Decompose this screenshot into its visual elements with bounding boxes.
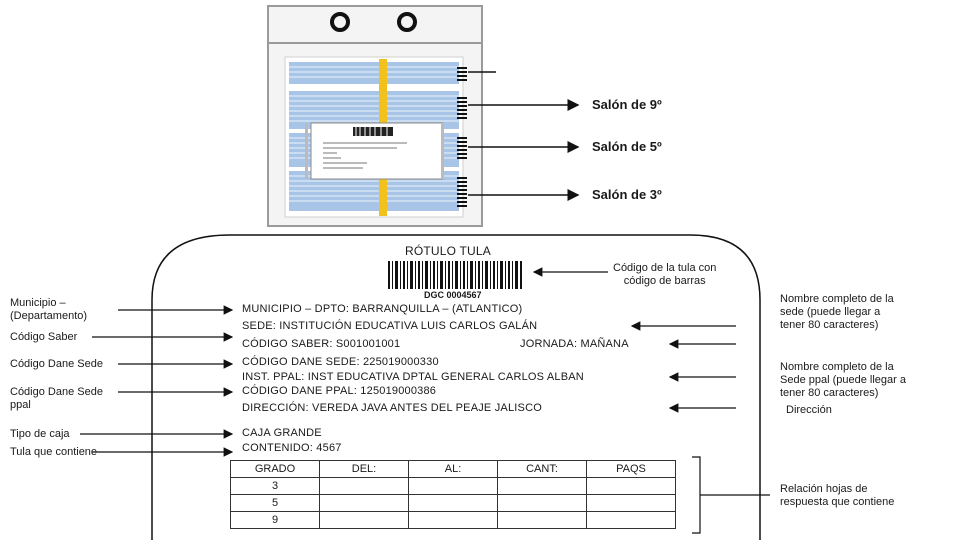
cell — [319, 494, 409, 512]
label-salon-9: Salón de 9º — [592, 97, 662, 112]
annot-municipio: Municipio – (Departamento) — [10, 297, 88, 322]
cell — [497, 494, 587, 512]
side-barcodes — [457, 67, 467, 207]
table-row: 9 — [230, 511, 676, 529]
cell — [319, 477, 409, 495]
header-grado: GRADO — [230, 460, 320, 478]
codigo-dane-sede-line: CÓDIGO DANE SEDE: 225019000330 — [242, 356, 439, 368]
cell — [408, 511, 498, 529]
ring-right-icon — [397, 12, 417, 32]
barcode-code: DGC 0004567 — [424, 290, 482, 300]
ring-left-icon — [330, 12, 350, 32]
header-del: DEL: — [319, 460, 409, 478]
cell — [586, 511, 676, 529]
cell — [586, 477, 676, 495]
cell — [319, 511, 409, 529]
cell — [497, 477, 587, 495]
cell-grado: 5 — [230, 494, 320, 512]
label-title: RÓTULO TULA — [405, 244, 491, 258]
annot-dane-ppal: Código Dane Sede ppal — [10, 386, 103, 411]
annot-sede: Nombre completo de la sede (puede llegar… — [780, 293, 894, 331]
header-cant: CANT: — [497, 460, 587, 478]
barcode-icon — [388, 261, 522, 289]
cell — [586, 494, 676, 512]
grade-table: GRADO DEL: AL: CANT: PAQS 3 5 9 — [230, 460, 676, 529]
label-outline — [151, 234, 761, 540]
municipio-line: MUNICIPIO – DPTO: BARRANQUILLA – (ATLANT… — [242, 303, 523, 315]
label-salon-3: Salón de 3º — [592, 187, 662, 202]
cell — [408, 494, 498, 512]
bag-drawing — [267, 5, 483, 227]
cell — [408, 477, 498, 495]
header-al: AL: — [408, 460, 498, 478]
contenido-line: CONTENIDO: 4567 — [242, 442, 342, 454]
annot-barcode: Código de la tula con código de barras — [613, 262, 717, 287]
annot-relacion: Relación hojas de respuesta que contiene — [780, 483, 895, 508]
label-salon-5: Salón de 5º — [592, 139, 662, 154]
cell-grado: 3 — [230, 477, 320, 495]
inst-ppal-line: INST. PPAL: INST EDUCATIVA DPTAL GENERAL… — [242, 371, 584, 383]
annot-direccion: Dirección — [786, 404, 832, 416]
tipo-caja-line: CAJA GRANDE — [242, 427, 322, 439]
table-row: 3 — [230, 477, 676, 495]
grade-table-header: GRADO DEL: AL: CANT: PAQS — [230, 460, 676, 478]
direccion-line: DIRECCIÓN: VEREDA JAVA ANTES DEL PEAJE J… — [242, 402, 542, 414]
cell-grado: 9 — [230, 511, 320, 529]
annot-tula-contiene: Tula que contiene — [10, 446, 98, 458]
bag-illustration — [267, 5, 483, 227]
annot-codigo-saber: Código Saber — [10, 331, 78, 343]
codigo-saber-line: CÓDIGO SABER: S001001001 — [242, 338, 401, 350]
annot-dane-sede: Código Dane Sede — [10, 358, 103, 370]
sede-line: SEDE: INSTITUCIÓN EDUCATIVA LUIS CARLOS … — [242, 320, 538, 332]
jornada-line: JORNADA: MAÑANA — [520, 338, 629, 350]
table-row: 5 — [230, 494, 676, 512]
cell — [497, 511, 587, 529]
codigo-dane-ppal-line: CÓDIGO DANE PPAL: 125019000386 — [242, 385, 437, 397]
annot-tipo-caja: Tipo de caja — [10, 428, 70, 440]
annot-sede-ppal: Nombre completo de la Sede ppal (puede l… — [780, 361, 906, 399]
table-brace — [692, 456, 770, 534]
header-paqs: PAQS — [586, 460, 676, 478]
